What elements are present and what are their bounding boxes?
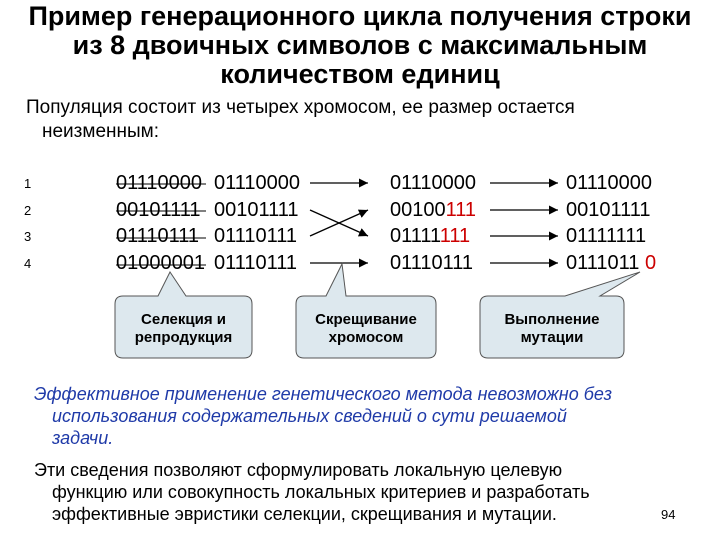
initial-chromosome-2: 00101111 — [116, 199, 201, 221]
selected-chromosome-2: 00101111 — [214, 199, 299, 221]
callout-crossover: Скрещивание хромосом — [296, 311, 436, 347]
mutation-chromosome-1: 01110000 — [566, 172, 653, 194]
initial-chromosome-3: 01110111 — [116, 225, 200, 247]
callout-selection-line-2: репродукция — [134, 329, 233, 346]
row-number-2: 2 — [24, 203, 32, 218]
arrow-row-3-cross — [309, 209, 369, 237]
callout-selection-shape — [114, 271, 253, 359]
callout-mutation-shape — [479, 271, 641, 359]
callout-selection-line-1: Селекция и — [141, 311, 226, 328]
row-number-1: 1 — [24, 176, 32, 191]
mutation-chromosome-3: 01111111 — [566, 225, 647, 247]
row-number-4: 4 — [24, 256, 32, 271]
description-line-1: Эти сведения позволяют сформулировать ло… — [34, 460, 563, 480]
intro-line-1: Популяция состоит из четырех хромосом, е… — [26, 97, 575, 118]
intro-line-2: неизменным: — [42, 121, 159, 142]
callout-mutation: Выполнение мутации — [480, 311, 624, 347]
callout-mutation-line-2: мутации — [520, 329, 584, 346]
selected-chromosome-1: 01110000 — [214, 172, 301, 194]
selected-chromosome-3: 01110111 — [214, 225, 298, 247]
slide-title: Пример генерационного цикла получения ст… — [0, 2, 720, 89]
callout-crossover-line-2: хромосом — [328, 329, 404, 346]
title-line-2: из 8 двоичных символов с максимальным — [72, 30, 648, 60]
crossover-chromosome-1: 01110000 — [390, 172, 477, 194]
description-line-3: эффективные эвристики селекции, скрещива… — [52, 504, 557, 524]
selected-chromosome-4: 01110111 — [214, 252, 298, 274]
note-line-3: задачи. — [52, 428, 114, 448]
page-number: 94 — [661, 507, 676, 522]
crossover-chromosome-2: 00100111 — [390, 199, 477, 221]
note-line-2: использования содержательных сведений о … — [52, 406, 567, 426]
description-text: Эти сведения позволяют сформулировать ло… — [34, 459, 694, 525]
title-line-1: Пример генерационного цикла получения ст… — [28, 1, 692, 31]
callout-crossover-line-1: Скрещивание — [315, 311, 417, 328]
note-text: Эффективное применение генетического мет… — [34, 383, 694, 449]
description-line-2: функцию или совокупность локальных крите… — [52, 482, 590, 502]
callout-crossover-shape — [295, 262, 437, 359]
note-line-1: Эффективное применение генетического мет… — [34, 384, 613, 404]
initial-chromosome-4: 01000001 — [116, 252, 205, 274]
crossover-chromosome-3: 01111111 — [390, 225, 471, 247]
callout-mutation-line-1: Выполнение — [504, 311, 600, 328]
crossover-chromosome-4: 01110111 — [390, 252, 474, 274]
mutation-chromosome-4: 0111011 0 — [566, 252, 657, 274]
intro-text: Популяция состоит из четырех хромосом, е… — [26, 96, 696, 144]
title-line-3: количеством единиц — [220, 59, 500, 89]
mutation-chromosome-2: 00101111 — [566, 199, 651, 221]
initial-chromosome-1: 01110000 — [116, 172, 203, 194]
callout-selection: Селекция и репродукция — [115, 311, 252, 347]
row-number-3: 3 — [24, 229, 32, 244]
